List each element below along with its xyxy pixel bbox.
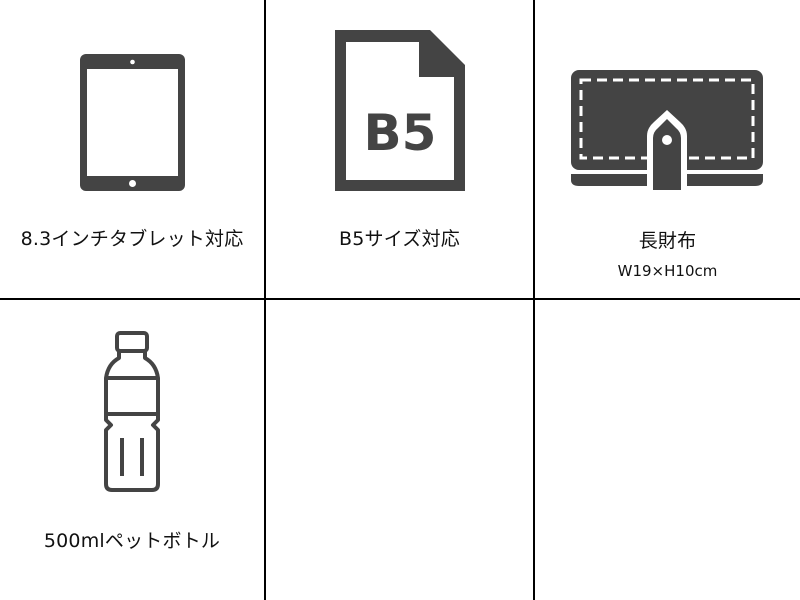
grid-divider-vertical-2 (533, 0, 535, 600)
b5-document-icon: B5 (335, 30, 465, 191)
svg-text:B5: B5 (364, 104, 437, 162)
cell-empty-1 (266, 300, 533, 600)
cell-wallet: 長財布 W19×H10cm (535, 0, 800, 298)
wallet-label: 長財布 (638, 230, 697, 252)
bottle-label: 500mlペットボトル (43, 530, 221, 552)
b5-label: B5サイズ対応 (339, 228, 460, 250)
plastic-bottle-icon (104, 331, 160, 492)
grid-divider-horizontal (0, 298, 800, 300)
cell-bottle: 500mlペットボトル (0, 300, 264, 600)
tablet-label: 8.3インチタブレット対応 (20, 228, 244, 250)
wallet-dimensions: W19×H10cm (617, 262, 718, 280)
long-wallet-icon (571, 70, 763, 192)
grid-divider-vertical-1 (264, 0, 266, 600)
cell-empty-2 (535, 300, 800, 600)
cell-tablet: 8.3インチタブレット対応 (0, 0, 264, 298)
tablet-icon (80, 54, 185, 191)
cell-b5: B5 B5サイズ対応 (266, 0, 533, 298)
